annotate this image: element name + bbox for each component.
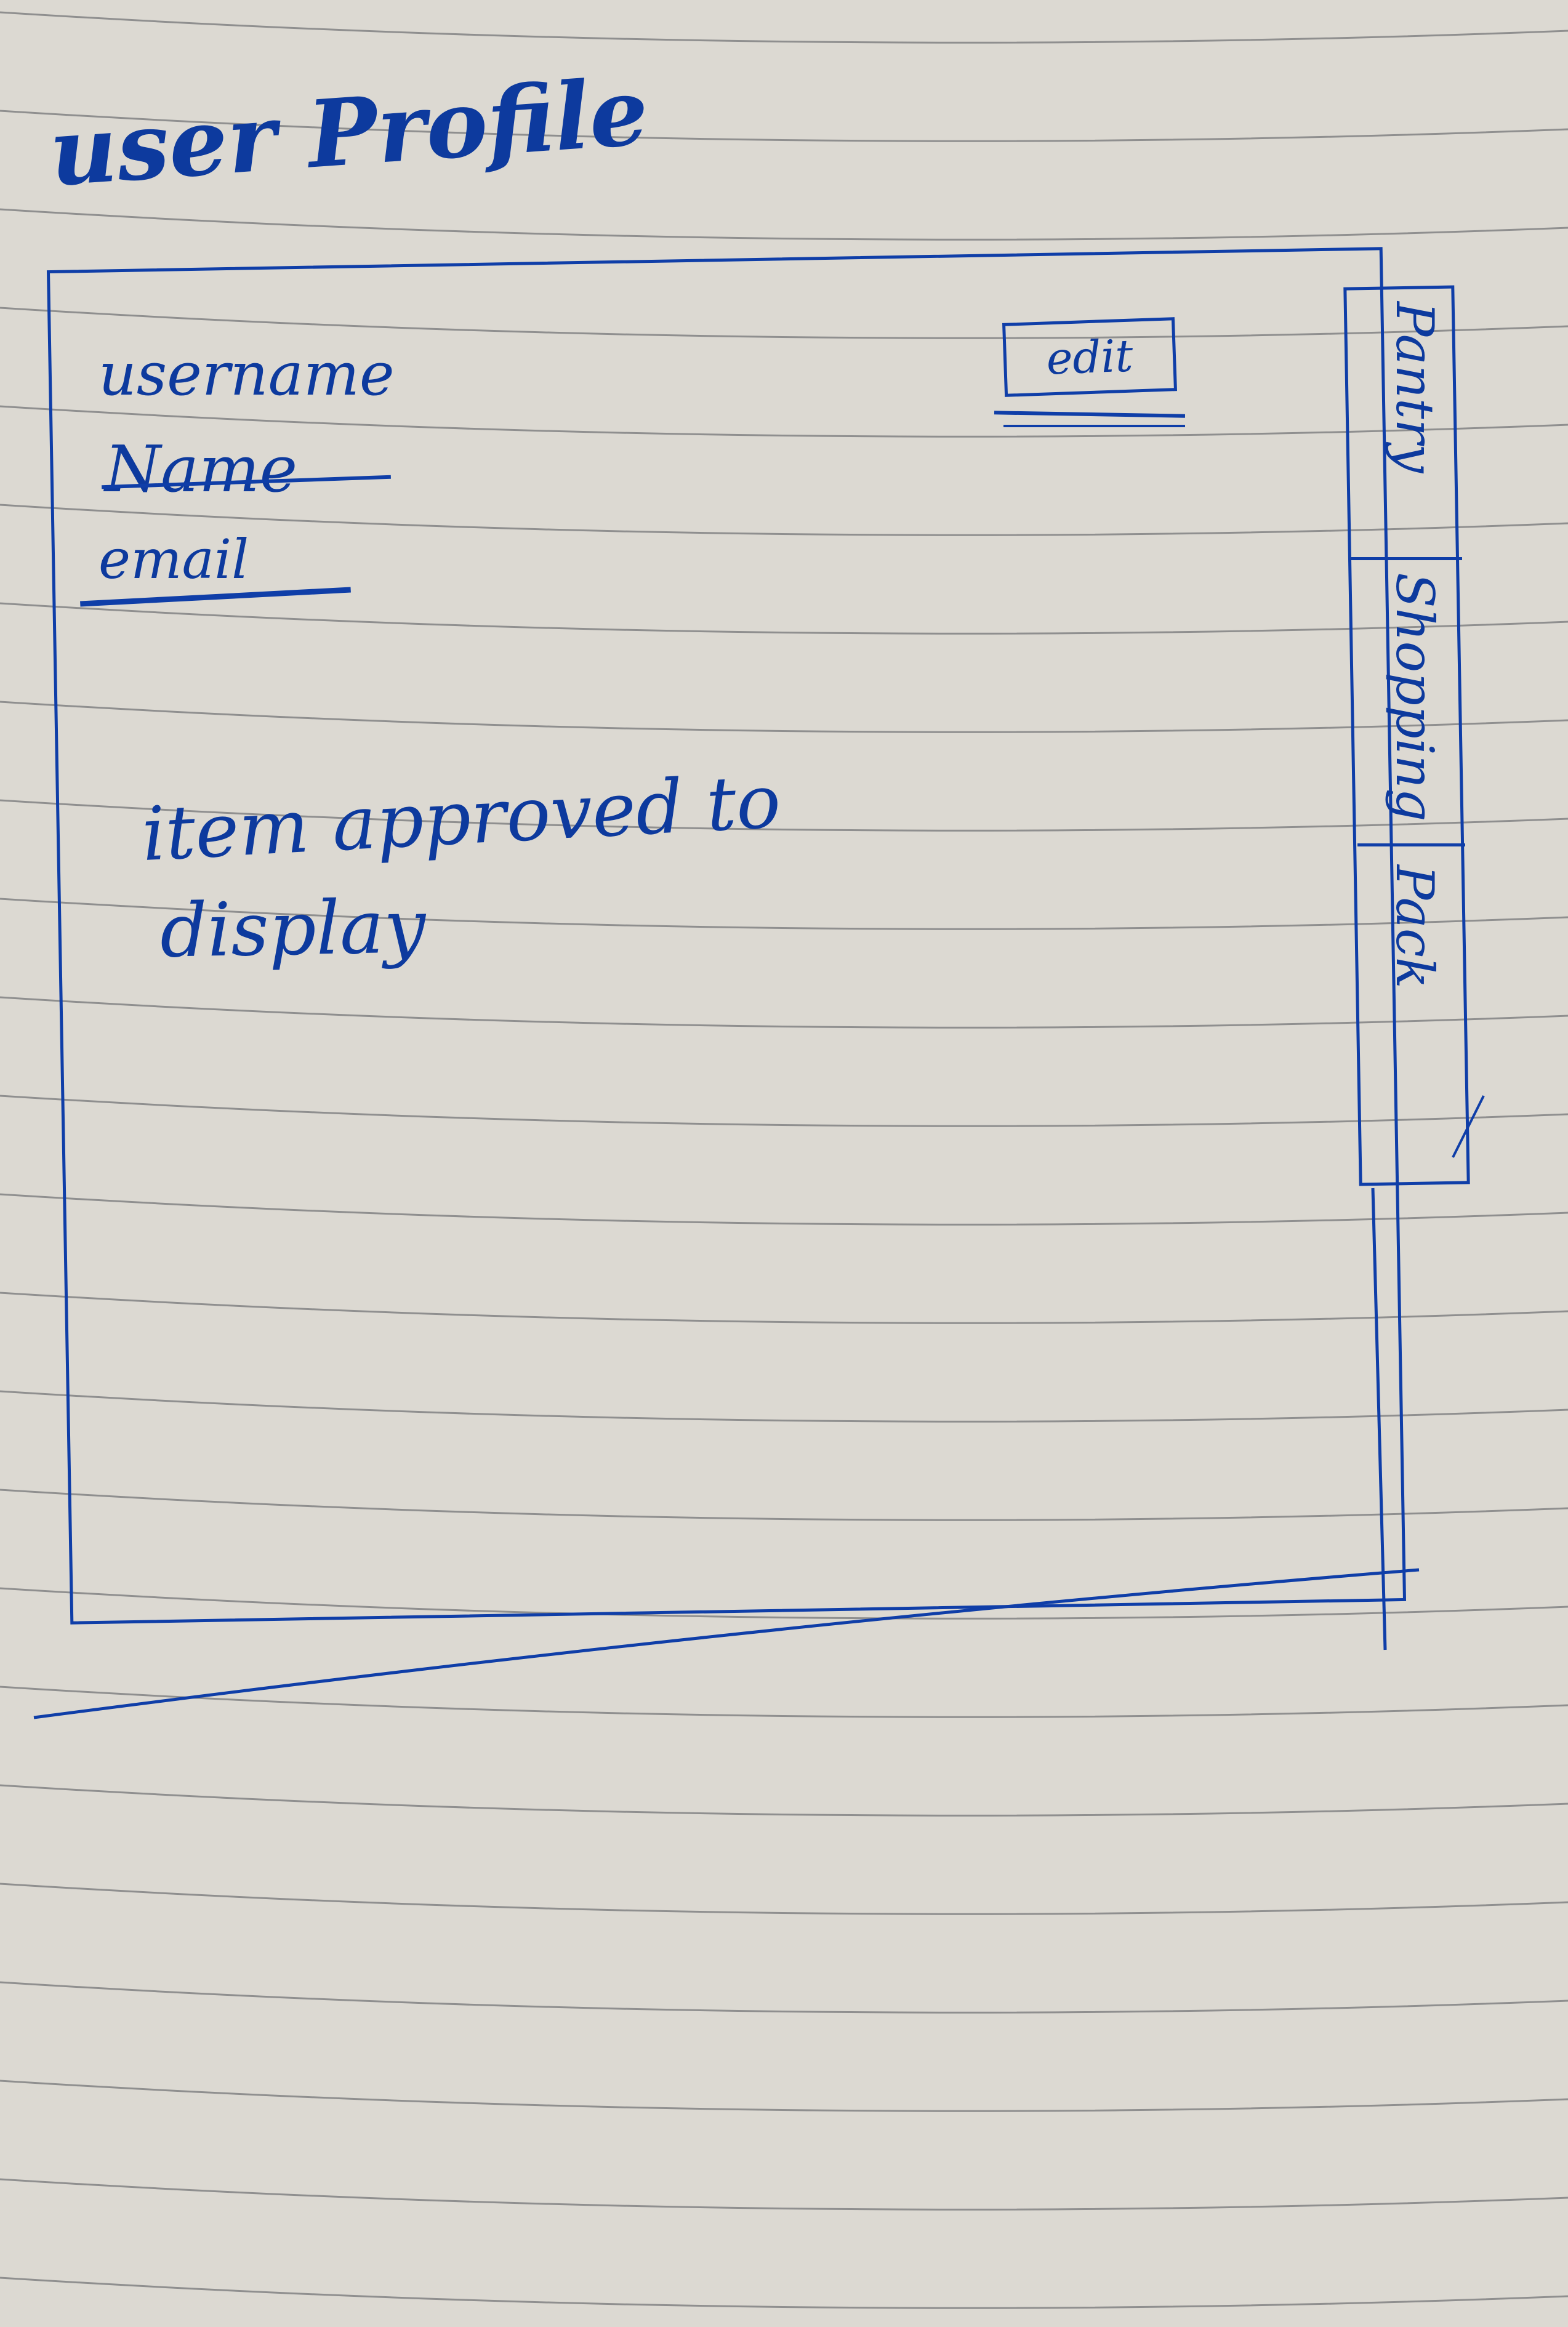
- ruled-line: [0, 504, 1568, 536]
- ruled-line: [0, 1489, 1568, 1521]
- ruled-line: [0, 701, 1568, 733]
- ruled-line: [0, 2080, 1568, 2112]
- tab-separator-1: [1351, 557, 1462, 560]
- ruled-line: [0, 1981, 1568, 2014]
- tab-pack-label: Pack: [1385, 865, 1445, 989]
- edit-button[interactable]: edit: [1002, 317, 1178, 397]
- ruled-line: [0, 799, 1568, 832]
- email-label: email: [99, 528, 249, 591]
- ruled-line: [0, 405, 1568, 438]
- username-label: username: [99, 340, 395, 409]
- edit-button-underline-2: [1003, 425, 1185, 427]
- tab-shopping-label: Shopping: [1385, 573, 1445, 822]
- tab-shopping[interactable]: Shopping: [1354, 560, 1459, 840]
- ruled-line: [0, 1390, 1568, 1423]
- ruled-line: [0, 1883, 1568, 1915]
- name-label: Name: [105, 432, 298, 507]
- ruled-line: [0, 602, 1568, 635]
- ruled-line: [0, 2178, 1568, 2211]
- items-caption-line-2: display: [159, 884, 427, 975]
- ruled-line: [0, 110, 1568, 142]
- tab-pack[interactable]: Pack: [1354, 846, 1459, 1182]
- ruled-line: [0, 1193, 1568, 1226]
- ruled-line: [0, 11, 1568, 44]
- ruled-line: [0, 996, 1568, 1029]
- ruled-line: [0, 1095, 1568, 1127]
- tab-pantry[interactable]: Pantry: [1354, 289, 1459, 554]
- edit-button-label: edit: [1045, 329, 1134, 385]
- ruled-line: [0, 898, 1568, 930]
- ruled-line: [0, 1292, 1568, 1324]
- ruled-line: [0, 307, 1568, 339]
- tab-separator-2: [1357, 843, 1465, 846]
- ruled-line: [0, 2277, 1568, 2309]
- tab-pantry-label: Pantry: [1385, 302, 1445, 473]
- ruled-line: [0, 208, 1568, 241]
- ruled-line: [0, 1784, 1568, 1817]
- ruled-line: [0, 1686, 1568, 1718]
